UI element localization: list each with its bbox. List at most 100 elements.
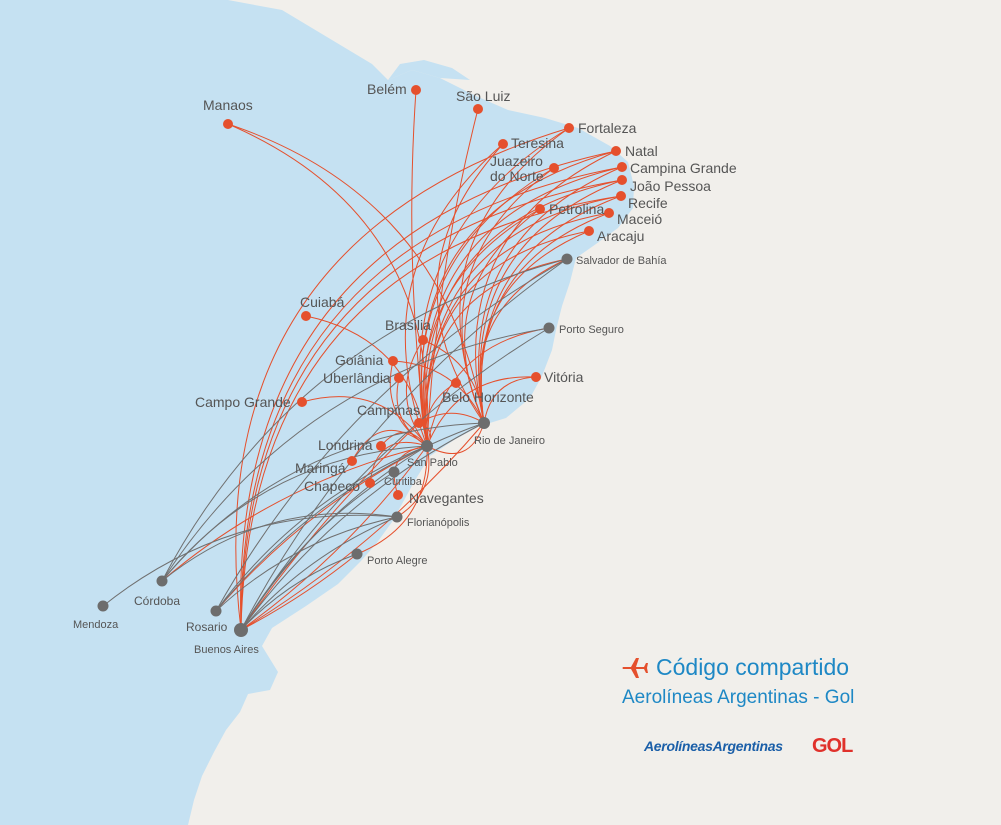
city-marker-belem[interactable]	[411, 85, 421, 95]
city-label-goiania: Goiânia	[335, 352, 383, 368]
city-label-line: Campo Grande	[195, 394, 291, 410]
city-marker-buenosaires[interactable]	[234, 623, 248, 637]
city-label-portoseguro: Porto Seguro	[559, 324, 624, 336]
city-marker-teresina[interactable]	[498, 139, 508, 149]
route-saopablo-portoalegre	[356, 445, 428, 555]
city-marker-aracaju[interactable]	[584, 226, 594, 236]
route-gray-ba-florianopolis	[240, 516, 398, 631]
city-label-line: Cuiabá	[300, 294, 345, 310]
city-label-belohorizonte: Belo Horizonte	[442, 389, 534, 405]
city-marker-florianopolis[interactable]	[391, 511, 403, 523]
city-marker-saoluiz[interactable]	[473, 104, 483, 114]
route-gray-mendoza-florianopolis	[102, 514, 398, 607]
city-label-line: Salvador de Bahía	[576, 255, 667, 267]
route-gray-ba-salvador	[240, 258, 568, 631]
city-label-maceio: Maceió	[617, 211, 662, 227]
city-marker-maringa[interactable]	[347, 456, 357, 466]
city-label-navegantes: Navegantes	[409, 490, 484, 506]
city-label-line: Natal	[625, 143, 658, 159]
airline-logos: AerolíneasArgentinas GOL	[640, 735, 860, 762]
city-marker-salvador[interactable]	[561, 253, 573, 265]
route-saopablo-manaos	[227, 123, 429, 447]
city-label-line: Goiânia	[335, 352, 383, 368]
route-saopablo-salvador	[425, 258, 568, 447]
city-label-line: São Luiz	[456, 88, 510, 104]
city-marker-uberlandia[interactable]	[394, 373, 404, 383]
city-marker-maceio[interactable]	[604, 208, 614, 218]
city-marker-brasilia[interactable]	[418, 335, 428, 345]
city-label-curitiba: Curitiba	[384, 476, 423, 488]
city-marker-chapeco[interactable]	[365, 478, 375, 488]
city-marker-fortaleza[interactable]	[564, 123, 574, 133]
city-marker-belohorizonte[interactable]	[451, 378, 461, 388]
city-marker-goiania[interactable]	[388, 356, 398, 366]
city-marker-navegantes[interactable]	[393, 490, 403, 500]
city-marker-recife[interactable]	[616, 191, 626, 201]
route-ba-natal	[240, 150, 617, 631]
city-label-line: Vitória	[544, 369, 584, 385]
city-marker-mendoza[interactable]	[97, 600, 109, 612]
city-label-line: Brasilia	[385, 317, 431, 333]
city-label-natal: Natal	[625, 143, 658, 159]
city-marker-portoseguro[interactable]	[543, 322, 555, 334]
city-marker-saopablo[interactable]	[421, 440, 433, 452]
route-ba-campinagrande	[240, 166, 623, 631]
route-ba-orange-riodejaneiro	[240, 422, 485, 631]
city-marker-natal[interactable]	[611, 146, 621, 156]
city-label-line: do Norte	[490, 168, 544, 184]
city-label-line: Maceió	[617, 211, 662, 227]
city-label-line: Porto Seguro	[559, 324, 624, 336]
city-label-teresina: Teresina	[511, 135, 564, 151]
city-marker-rosario[interactable]	[210, 605, 222, 617]
route-lines	[102, 89, 623, 631]
route-rio-salvador	[479, 258, 568, 424]
route-gray-rosario-salvador	[215, 258, 568, 612]
land-south-america	[0, 0, 634, 825]
legend-subtitle: Aerolíneas Argentinas - Gol	[622, 687, 855, 708]
city-marker-cuiaba[interactable]	[301, 311, 311, 321]
route-saopablo-portoseguro	[426, 327, 550, 447]
route-gray-ba-portoalegre	[240, 553, 358, 631]
city-marker-riodejaneiro[interactable]	[478, 417, 490, 429]
city-marker-manaos[interactable]	[223, 119, 233, 129]
city-marker-campinas[interactable]	[414, 418, 424, 428]
city-marker-joaopessoa[interactable]	[617, 175, 627, 185]
city-label-line: San Pablo	[407, 457, 458, 469]
city-marker-cordoba[interactable]	[156, 575, 168, 587]
city-marker-campogrande[interactable]	[297, 397, 307, 407]
city-label-line: Chapecó	[304, 478, 360, 494]
city-label-line: Porto Alegre	[367, 555, 428, 567]
city-label-recife: Recife	[628, 195, 668, 211]
route-saopablo-maringa	[351, 430, 428, 462]
city-marker-campinagrande[interactable]	[617, 162, 627, 172]
city-marker-londrina[interactable]	[376, 441, 386, 451]
city-label-line: Belo Horizonte	[442, 389, 534, 405]
route-saopablo-belohorizonte	[425, 382, 457, 447]
city-marker-curitiba[interactable]	[388, 466, 400, 478]
route-gray-ba-riodejaneiro	[240, 422, 485, 631]
route-rio-brasilia	[422, 339, 485, 424]
city-label-saopablo: San Pablo	[407, 457, 458, 469]
route-rio-maceio	[480, 212, 610, 424]
city-marker-petrolina[interactable]	[535, 204, 545, 214]
city-marker-juazeiro[interactable]	[549, 163, 559, 173]
city-marker-vitoria[interactable]	[531, 372, 541, 382]
route-saopablo-vitoria	[426, 376, 537, 447]
city-label-manaos: Manaos	[203, 97, 253, 113]
city-marker-portoalegre[interactable]	[351, 548, 363, 560]
gol-logo: GOL	[812, 735, 853, 757]
city-label-line: Londrina	[318, 437, 373, 453]
city-label-line: João Pessoa	[630, 178, 711, 194]
city-label-line: Uberlândia	[323, 370, 391, 386]
city-label-joaopessoa: João Pessoa	[630, 178, 711, 194]
route-ba-fortaleza	[235, 127, 570, 631]
city-label-londrina: Londrina	[318, 437, 373, 453]
route-ba-campinas	[240, 422, 420, 631]
route-rio-teresina	[436, 143, 504, 424]
city-label-line: Navegantes	[409, 490, 484, 506]
legend-title: Código compartido	[656, 654, 850, 680]
route-rio-petrolina	[464, 208, 541, 424]
city-label-campinas: Campinas	[357, 402, 420, 418]
route-rio-aracaju	[479, 230, 590, 424]
